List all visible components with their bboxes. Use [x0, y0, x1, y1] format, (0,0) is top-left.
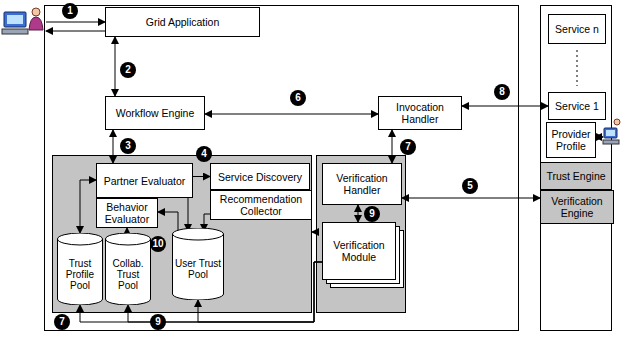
node-label: Trust Engine — [546, 170, 605, 182]
node-label: Service Discovery — [218, 171, 302, 183]
text-group: Trust Profile Pool — [57, 258, 103, 291]
node-label: User Trust Pool — [174, 258, 222, 280]
node-label: Behavior Evaluator — [99, 201, 155, 225]
callout-number: 5 — [462, 178, 478, 194]
service-box: Service n — [548, 14, 606, 44]
connector-arrow — [113, 130, 114, 163]
text-group: Service 1 — [553, 100, 601, 112]
node-label: Collab. Trust Pool — [107, 258, 149, 291]
callout-number: 7 — [400, 139, 416, 155]
callout-number: 7 — [54, 314, 70, 330]
text-group: Service Discovery — [216, 171, 304, 183]
pool-cylinder: Trust Profile Pool — [57, 233, 103, 305]
callout-number: 8 — [494, 84, 510, 100]
text-group: Verification Module — [323, 239, 395, 263]
node-label: Invocation Handler — [381, 101, 459, 125]
connector-arrow — [205, 114, 378, 115]
connector-arrow — [193, 176, 210, 177]
node-label: Verification Engine — [543, 195, 611, 219]
collector-box: Recommendation Collector — [210, 190, 312, 220]
node-label: Workflow Engine — [116, 107, 195, 119]
service-box: Service 1 — [548, 92, 606, 120]
connector-arrow — [392, 130, 393, 163]
callout-number: 4 — [196, 146, 212, 162]
profile-box: Provider Profile — [546, 122, 596, 158]
application-box: Grid Application — [105, 7, 260, 37]
callout-number: 1 — [62, 3, 78, 19]
user-computer-icon — [2, 8, 43, 34]
connector-arrow — [188, 198, 189, 231]
text-group: Partner Evaluator — [102, 175, 188, 187]
handler-box: Invocation Handler — [378, 96, 462, 130]
text-group: Workflow Engine — [114, 107, 197, 119]
text-group: Invocation Handler — [379, 101, 461, 125]
connector-arrow — [402, 198, 540, 199]
text-group: Service n — [553, 23, 601, 35]
node-label: Grid Application — [146, 16, 220, 28]
provider-boundary — [541, 6, 612, 331]
discovery-box: Service Discovery — [210, 163, 310, 190]
handler-box: Verification Handler — [322, 163, 402, 205]
connector-arrow — [115, 37, 116, 96]
callout-number: 2 — [120, 62, 136, 78]
pool-cylinder: User Trust Pool — [172, 228, 224, 300]
node-label: Service n — [555, 23, 599, 35]
node-label: Verification Handler — [325, 172, 399, 196]
text-group: Verification Engine — [541, 195, 613, 219]
verification-feed-arrow — [312, 232, 316, 233]
text-group: Grid Application — [144, 16, 222, 28]
node-label: Provider Profile — [549, 128, 593, 152]
node-label: Verification Module — [325, 239, 393, 263]
callout-number: 6 — [290, 90, 306, 106]
engine-box: Workflow Engine — [105, 96, 205, 130]
node-label: Recommendation Collector — [213, 193, 309, 217]
pool-cylinder: Collab. Trust Pool — [105, 233, 151, 305]
connector-arrow — [80, 180, 96, 233]
user-response-arrow — [46, 31, 105, 32]
callout-number: 9 — [364, 206, 380, 222]
service-ellipsis — [577, 50, 578, 86]
node-label: Trust Profile Pool — [59, 258, 101, 291]
text-group: User Trust Pool — [172, 258, 224, 280]
node-label: Partner Evaluator — [104, 175, 186, 187]
connector-arrow — [358, 205, 359, 222]
engine-band: Trust Engine — [540, 162, 612, 190]
user-request-arrow — [46, 22, 105, 23]
module-stack: Verification Module — [322, 222, 396, 280]
text-group: Provider Profile — [547, 128, 595, 152]
engine-band: Verification Engine — [540, 190, 614, 224]
evaluator-box: Partner Evaluator — [96, 163, 193, 198]
connector-arrow — [127, 228, 128, 233]
text-group: Verification Handler — [323, 172, 401, 196]
trust-region — [53, 156, 312, 313]
system-boundary — [45, 6, 519, 331]
connector-arrow — [128, 262, 322, 322]
verification-region — [317, 156, 406, 313]
text-group: Trust Engine — [544, 170, 607, 182]
text-group: Recommendation Collector — [211, 193, 311, 217]
callout-number: 10 — [150, 236, 166, 252]
evaluator-box: Behavior Evaluator — [96, 198, 158, 228]
text-group: Behavior Evaluator — [97, 201, 157, 225]
node-label: Service 1 — [555, 100, 599, 112]
connector-arrow — [158, 212, 178, 231]
provider-computer-icon — [603, 119, 620, 144]
connector-arrow — [462, 106, 548, 107]
provider-user-arrow — [595, 137, 603, 138]
callout-number: 9 — [150, 314, 166, 330]
callout-number: 3 — [120, 138, 136, 154]
text-group: Collab. Trust Pool — [105, 258, 151, 291]
